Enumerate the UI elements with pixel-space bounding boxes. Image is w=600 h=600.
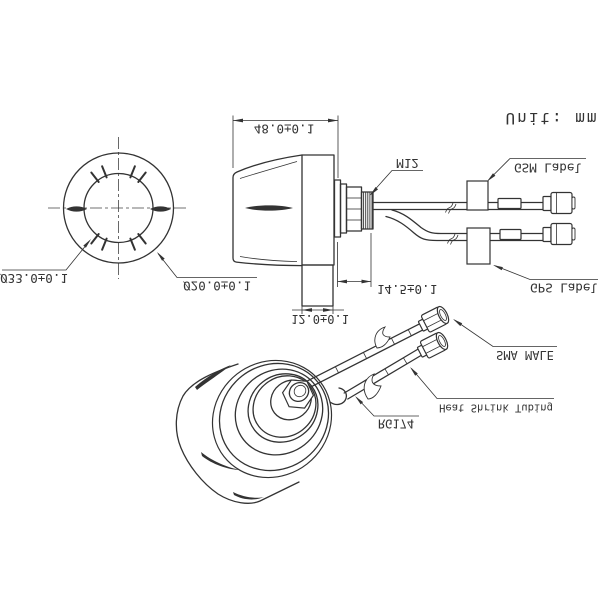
gsm-label: GSM Label: [514, 161, 582, 176]
break-flag-upper: [374, 326, 391, 349]
heat-shrink-label: Heat Shrink Tubing: [439, 402, 553, 414]
mold-leaf-left: [66, 206, 87, 212]
base-plate: [301, 154, 335, 266]
gsm-callout: GSM Label: [487, 158, 586, 182]
base-dim-label: 12.0±0.1: [291, 312, 349, 326]
sma-callout: SMA MALE: [453, 319, 557, 362]
cable-3d-upper: [306, 323, 424, 388]
snap-tabs: [90, 165, 147, 251]
cable-break-marks: [445, 202, 459, 245]
thread-label: M12: [396, 156, 419, 171]
mounting-stud: [333, 179, 374, 238]
gps-callout: GPS Label: [493, 265, 598, 296]
rg174-label: RG174: [378, 417, 414, 431]
outer-dia-label: Ø33.0±0.1: [0, 271, 68, 286]
sma-connector-top: [497, 191, 576, 215]
antenna-dome-profile: [232, 154, 303, 267]
base-dimension: 12.0±0.1: [291, 306, 349, 326]
gps-label: GPS Label: [530, 281, 598, 296]
rg174-callout: RG174: [355, 396, 419, 431]
sma-3d-upper: [417, 305, 450, 333]
perspective-view: SMA MALE Heat Shrink Tubing RG174: [175, 305, 557, 504]
gsm-label-sleeve: [466, 180, 489, 211]
base-pedestal: [301, 264, 334, 307]
length-dim-label: 48.0±0.1: [254, 122, 314, 137]
stud-dim-label: 14.5±0.1: [377, 282, 437, 297]
outer-dia-callout: Ø33.0±0.1: [0, 239, 91, 286]
mold-leaf-right: [150, 206, 171, 212]
side-view: 48.0±0.1 12.0±0.1 14.5±0.1 M12: [232, 115, 437, 326]
stud-dimension: 14.5±0.1: [337, 233, 437, 297]
sma-male-label: SMA MALE: [496, 348, 554, 362]
break-flag-lower: [363, 373, 382, 400]
sma-connector-bottom: [499, 222, 576, 246]
top-view: Ø33.0±0.1 Ø20.0±0.1: [0, 137, 257, 294]
sma-3d-lower: [416, 331, 449, 359]
dome-3d-outline: [175, 363, 300, 504]
thread-callout: M12: [370, 156, 423, 196]
cable-assembly: GSM Label GPS Label: [372, 158, 598, 296]
tubing-callout: Heat Shrink Tubing: [410, 367, 554, 414]
cable-3d-lower: [329, 348, 423, 406]
unit-note: Unit: mm: [505, 109, 598, 128]
inner-dia-callout: Ø20.0±0.1: [157, 252, 257, 294]
length-dimension: 48.0±0.1: [232, 115, 339, 178]
gps-label-sleeve: [466, 227, 491, 265]
inner-dia-label: Ø20.0±0.1: [183, 279, 251, 294]
